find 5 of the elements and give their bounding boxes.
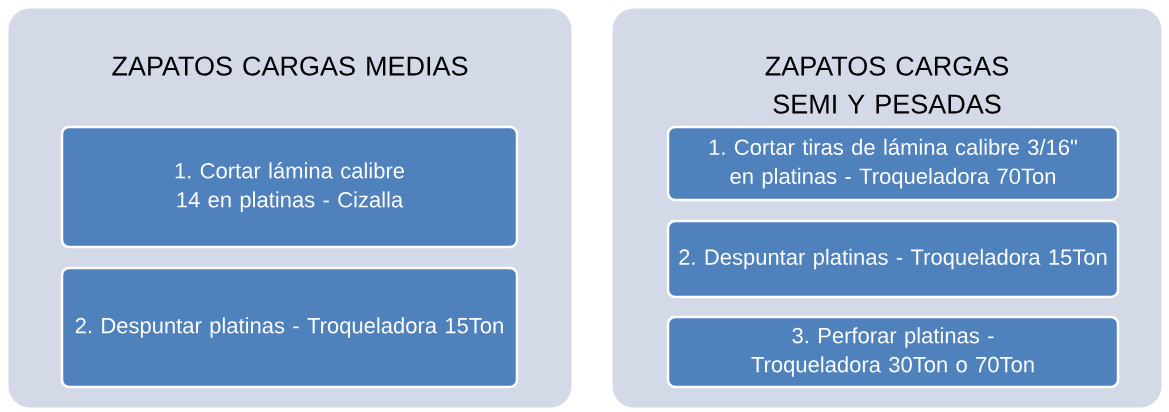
step-box: 2. Despuntar platinas - Troqueladora 15Ton	[60, 266, 519, 389]
step-box: 1. Cortar lámina calibre 14 en platinas - Cizalla	[60, 125, 519, 249]
step-box: 1. Cortar tiras de lámina calibre 3/16" en platinas - Troqueladora 70Ton	[666, 125, 1120, 202]
step-box: 2. Despuntar platinas - Troqueladora 15Ton	[666, 219, 1120, 299]
step-box: 3. Perforar platinas - Troqueladora 30Ton o 70Ton	[666, 315, 1120, 389]
